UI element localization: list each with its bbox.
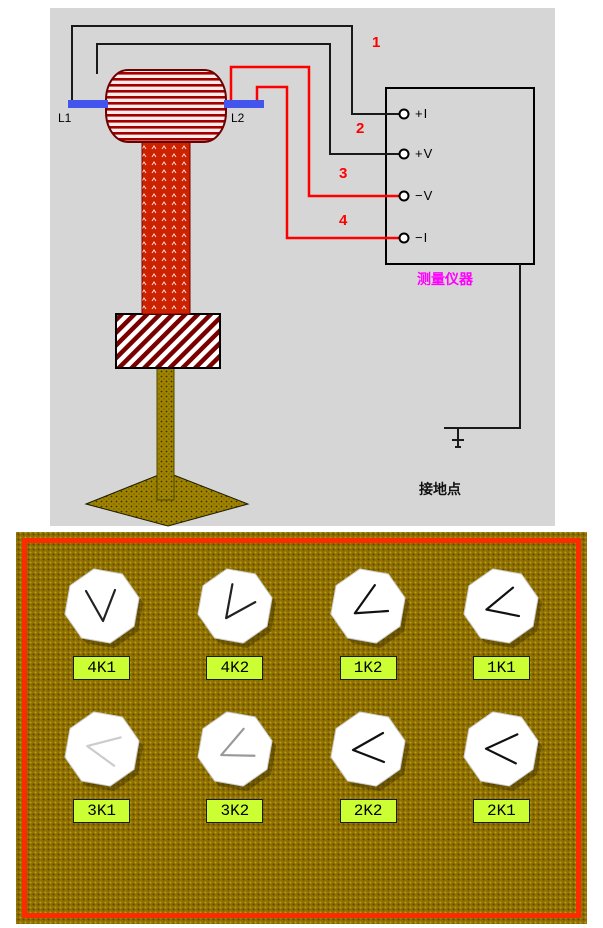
wire-4 <box>255 85 400 240</box>
instrument-label: 测量仪器 <box>417 271 473 287</box>
knob-cell: 4K2 <box>192 563 278 680</box>
terminal-label-plus-v: +V <box>415 146 434 161</box>
knob-pointer <box>220 727 256 757</box>
knob-pointer <box>353 584 390 615</box>
terminal-plus-v <box>398 148 410 160</box>
knob-label-3K1: 3K1 <box>73 799 131 823</box>
wiring-diagram <box>50 8 555 527</box>
terminal-label-minus-v: −V <box>415 188 434 203</box>
knob-label-1K1: 1K1 <box>472 656 530 680</box>
knob-panel-border: 4K1 4K2 1K2 1K1 3K1 3K2 2K2 2K1 <box>22 538 581 918</box>
knob-label-2K2: 2K2 <box>339 799 397 823</box>
knob-4K1[interactable] <box>59 563 145 649</box>
knob-label-3K2: 3K2 <box>206 799 264 823</box>
terminal-minus-v <box>398 190 410 202</box>
knob-cell: 4K1 <box>59 563 145 680</box>
knob-pointer <box>85 736 122 767</box>
coil <box>105 69 227 143</box>
knob-cell: 3K2 <box>192 706 278 823</box>
wire-number-3: 3 <box>339 165 348 182</box>
terminal-plus-i <box>398 108 410 120</box>
knob-label-4K2: 4K2 <box>206 656 264 680</box>
core-column <box>141 141 191 315</box>
coil-label-l2: L2 <box>231 111 245 125</box>
knob-4K2[interactable] <box>192 563 278 649</box>
knob-pointer <box>84 588 116 623</box>
knob-pointer <box>485 586 521 618</box>
knob-cell: 2K1 <box>458 706 544 823</box>
instrument-box <box>385 87 535 265</box>
knob-pointer <box>485 733 519 765</box>
knob-pointer <box>352 731 386 764</box>
stand-pole <box>156 367 175 501</box>
terminal-label-minus-i: −I <box>415 230 429 245</box>
wire-3 <box>229 65 400 198</box>
knob-panel: 4K1 4K2 1K2 1K1 3K1 3K2 2K2 2K1 <box>16 532 587 924</box>
knob-label-2K1: 2K1 <box>472 799 530 823</box>
knob-cell: 3K1 <box>59 706 145 823</box>
knob-2K2[interactable] <box>325 706 411 792</box>
wire-2 <box>96 43 400 155</box>
knob-cell: 2K2 <box>325 706 411 823</box>
ground-label: 接地点 <box>419 481 461 497</box>
wire-number-2: 2 <box>356 120 365 137</box>
ground-wire <box>470 264 521 429</box>
terminal-minus-i <box>398 232 410 244</box>
wire-number-1: 1 <box>372 34 381 51</box>
knob-grid: 4K1 4K2 1K2 1K1 3K1 3K2 2K2 2K1 <box>27 543 576 823</box>
coil-terminal-L1 <box>68 100 108 108</box>
knob-cell: 1K1 <box>458 563 544 680</box>
wire-number-4: 4 <box>339 212 348 229</box>
coil-terminal-L2 <box>224 100 264 108</box>
knob-label-1K2: 1K2 <box>339 656 397 680</box>
coil-label-l1: L1 <box>58 111 72 125</box>
knob-pointer <box>224 583 257 620</box>
terminal-label-plus-i: +I <box>415 106 429 121</box>
knob-3K2[interactable] <box>192 706 278 792</box>
knob-cell: 1K2 <box>325 563 411 680</box>
ground-symbol <box>444 427 472 448</box>
clamp-block <box>115 313 221 369</box>
knob-2K1[interactable] <box>458 706 544 792</box>
wire-1 <box>71 25 400 115</box>
knob-3K1[interactable] <box>59 706 145 792</box>
knob-label-4K1: 4K1 <box>73 656 131 680</box>
knob-1K1[interactable] <box>458 563 544 649</box>
knob-1K2[interactable] <box>325 563 411 649</box>
